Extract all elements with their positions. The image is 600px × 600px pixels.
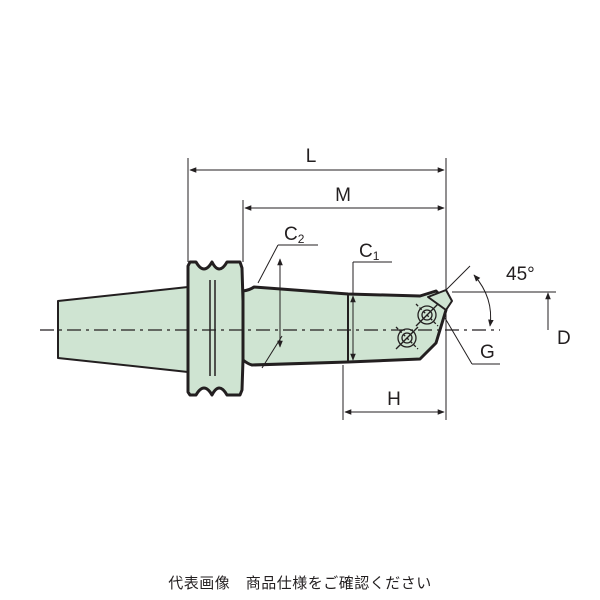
caption-representative-image: 代表画像 商品仕様をご確認ください — [168, 574, 432, 592]
screw-hole-1 — [395, 326, 419, 350]
label-C2-sub: 2 — [298, 232, 305, 246]
angle-ext-line — [445, 265, 471, 291]
angle-arc — [473, 274, 494, 327]
label-G: G — [480, 342, 495, 363]
label-45-degrees: 45° — [506, 264, 535, 285]
label-C1: C1 — [359, 241, 380, 263]
label-C1-sub: 1 — [373, 249, 380, 263]
g-leader — [444, 317, 473, 365]
label-M: M — [335, 185, 351, 206]
neck-body — [241, 285, 448, 367]
label-L: L — [306, 146, 317, 167]
label-D: D — [557, 328, 571, 349]
cutting-insert — [427, 289, 453, 311]
label-C2: C2 — [284, 224, 305, 246]
screw-hole-2 — [415, 303, 439, 327]
label-C2-main: C — [284, 224, 298, 245]
c2-leader — [257, 244, 279, 284]
tool-body — [57, 260, 453, 397]
label-H: H — [387, 389, 401, 410]
label-C1-main: C — [359, 241, 373, 262]
